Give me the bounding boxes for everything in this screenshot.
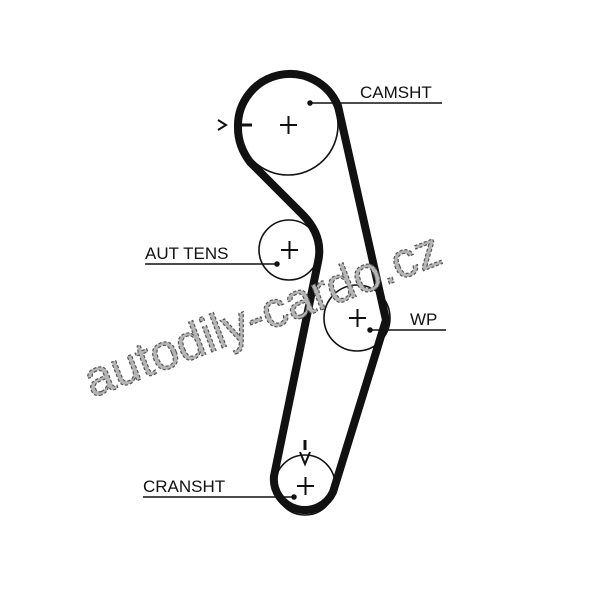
timing-marks — [217, 119, 311, 467]
leader-lines — [143, 100, 446, 500]
center-marks — [280, 116, 366, 495]
watermark: autodily-cardo.cz — [76, 221, 449, 409]
tensioner-label: AUT TENS — [145, 244, 228, 263]
water-pump-label: WP — [410, 310, 437, 329]
timing-belt — [233, 69, 390, 514]
crankshaft-label: CRANSHT — [143, 477, 225, 496]
camshaft-label: CAMSHT — [360, 83, 432, 102]
water-pump-pulley — [323, 284, 391, 352]
